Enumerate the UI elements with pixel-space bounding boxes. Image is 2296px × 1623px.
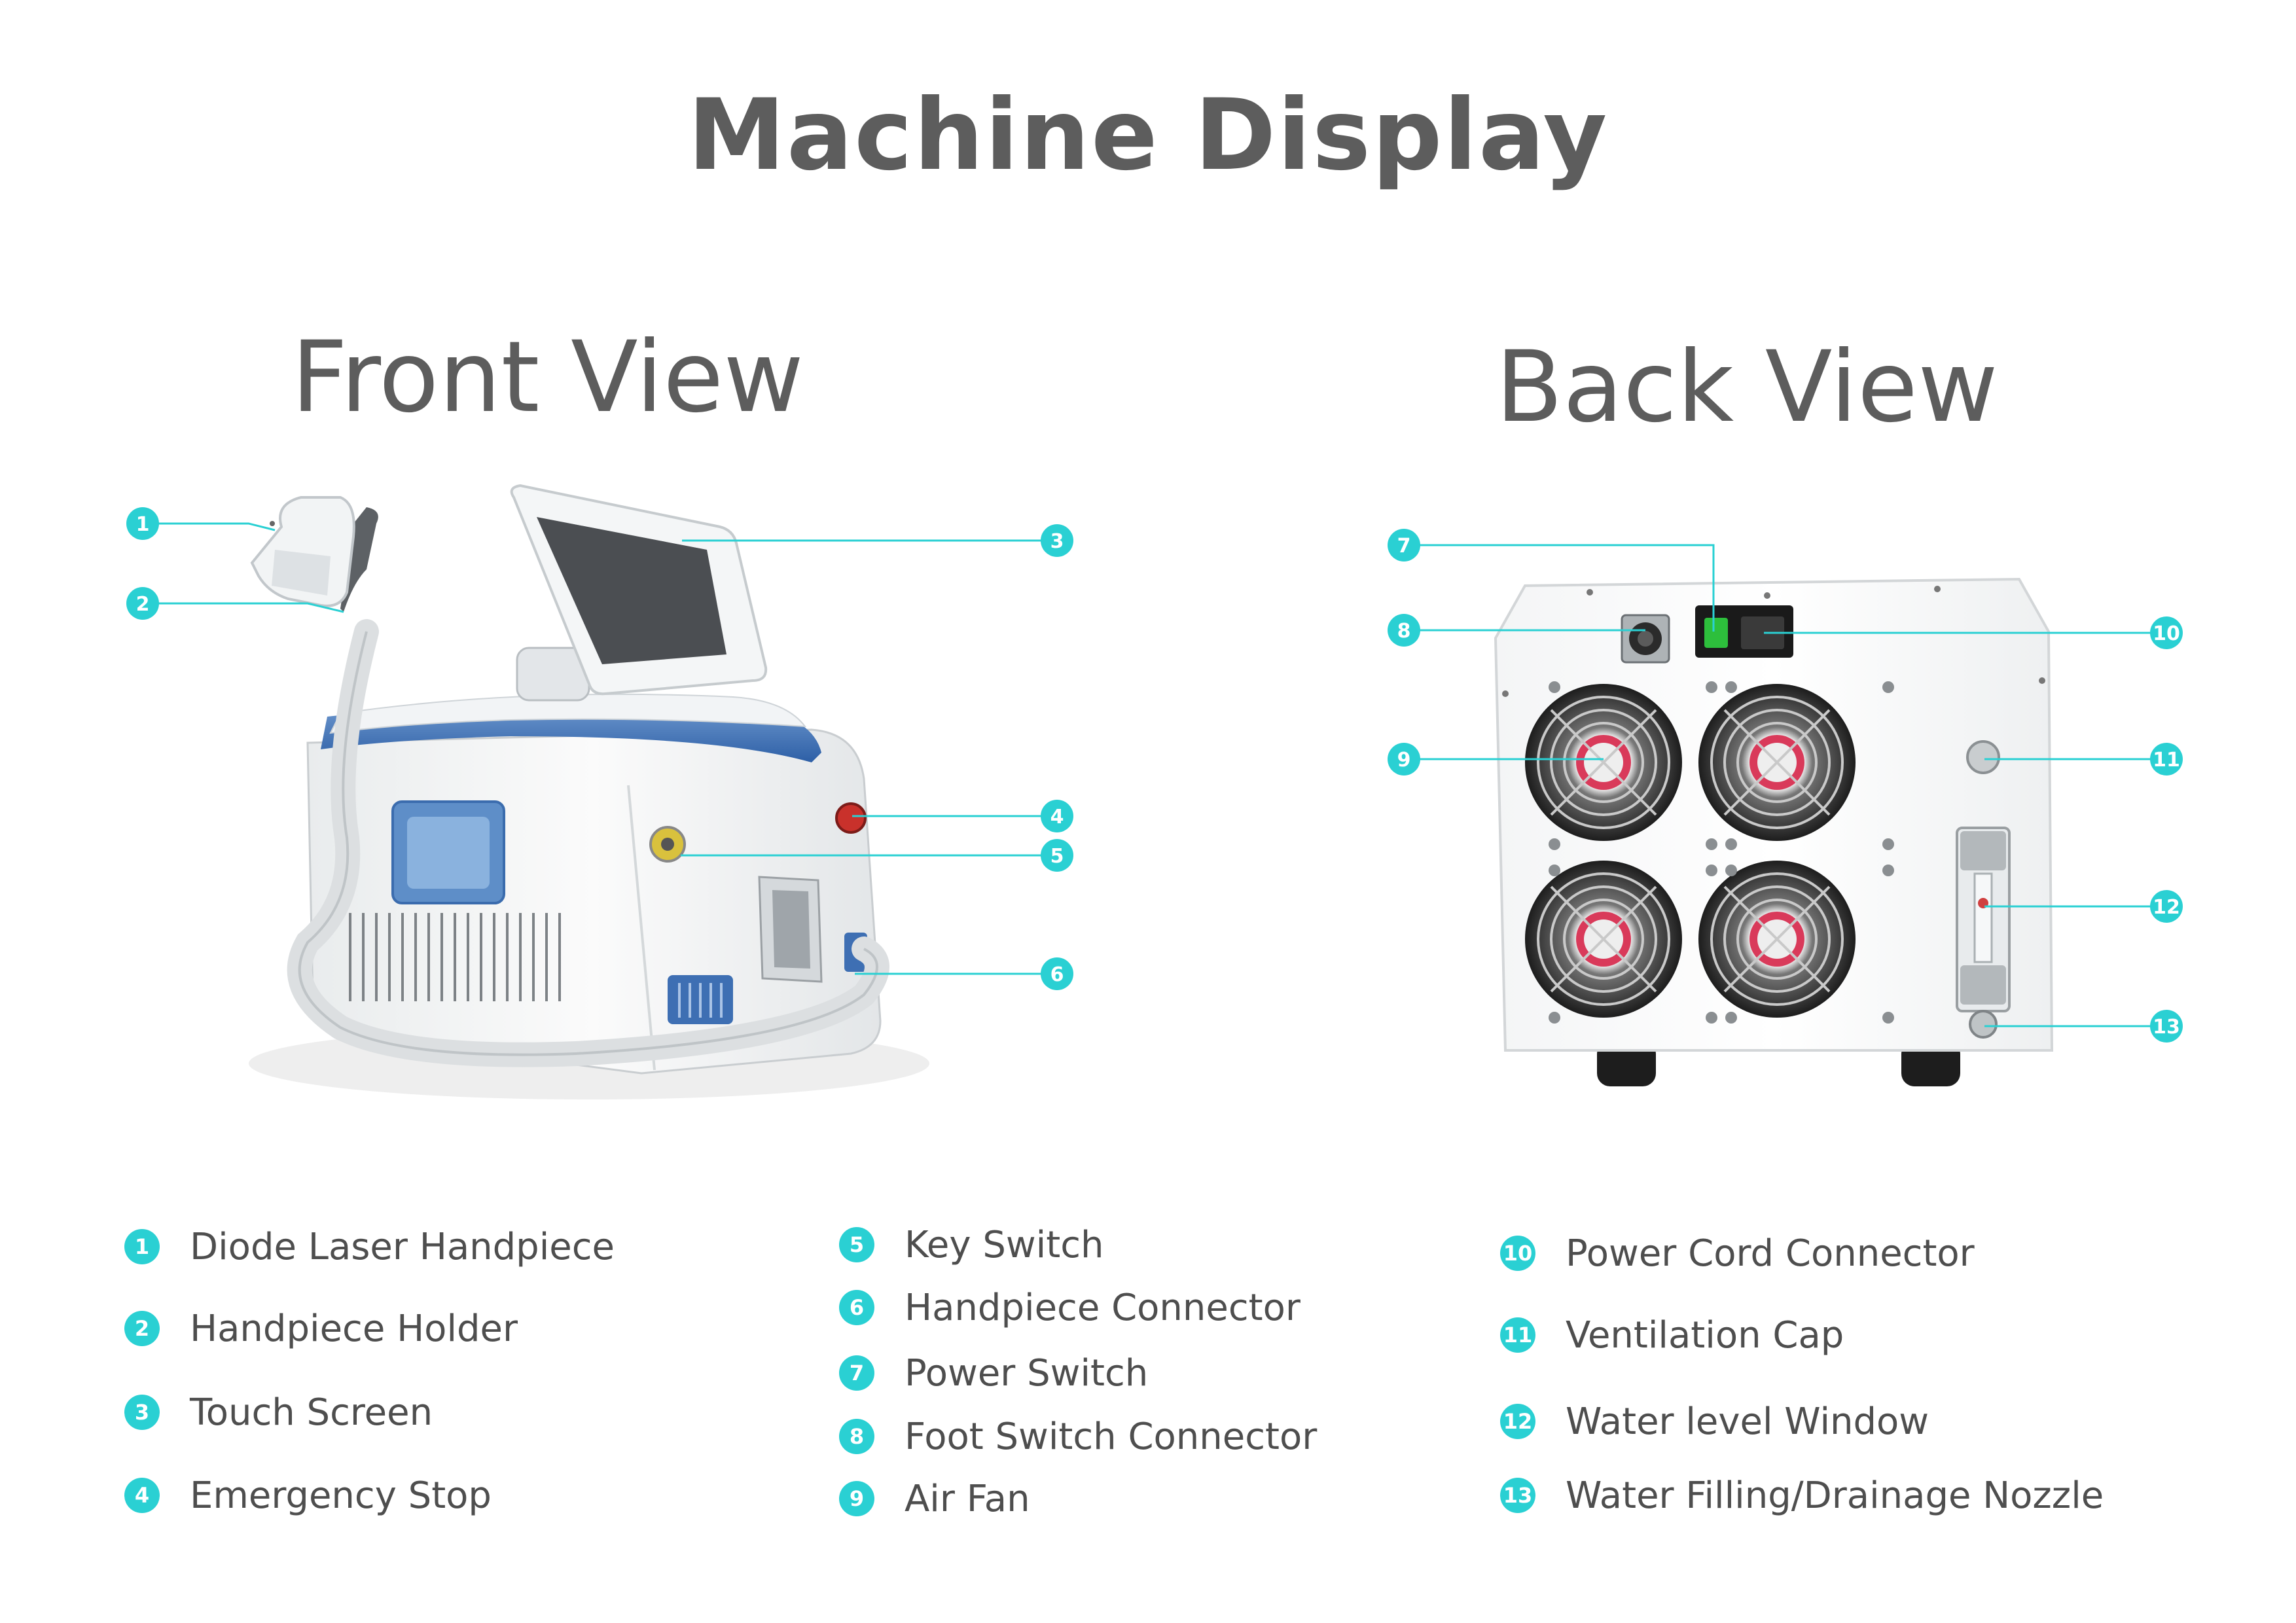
legend-label: Air Fan — [905, 1477, 1030, 1520]
legend-number: 7 — [839, 1355, 874, 1391]
callout-9: 9 — [1388, 743, 1420, 776]
legend-number: 6 — [839, 1290, 874, 1325]
callout-8-number: 8 — [1397, 620, 1411, 643]
air-fan-2 — [1698, 684, 1856, 841]
legend-number: 8 — [839, 1419, 874, 1454]
legend-label: Water level Window — [1566, 1400, 1929, 1443]
legend-label: Key Switch — [905, 1223, 1104, 1266]
side-vent-grille — [349, 913, 561, 1001]
callout-4-number: 4 — [1050, 806, 1064, 829]
air-fan-3 — [1525, 861, 1682, 1018]
back-machine — [1494, 577, 2054, 1086]
legend-number: 1 — [124, 1229, 160, 1264]
back-callout-lines — [1417, 544, 2153, 1027]
callout-7: 7 — [1388, 529, 1420, 562]
front-machine — [249, 484, 929, 1099]
legend-item-10: 10 Power Cord Connector — [1500, 1227, 1975, 1279]
legend-label: Handpiece Holder — [190, 1307, 518, 1350]
air-fan-1 — [1525, 684, 1682, 841]
front-view-title: Front View — [291, 321, 804, 435]
legend-item-6: 6 Handpiece Connector — [839, 1281, 1300, 1334]
legend-number: 5 — [839, 1227, 874, 1262]
legend-item-5: 5 Key Switch — [839, 1219, 1103, 1271]
callout-12-number: 12 — [2153, 896, 2180, 919]
legend-label: Diode Laser Handpiece — [190, 1225, 615, 1268]
callout-13-number: 13 — [2153, 1016, 2180, 1039]
front-callout-lines — [157, 522, 1044, 975]
legend-label: Emergency Stop — [190, 1474, 492, 1517]
legend-number: 11 — [1500, 1317, 1535, 1353]
callout-6-number: 6 — [1050, 963, 1064, 986]
callout-10-number: 10 — [2153, 622, 2180, 645]
legend-item-7: 7 Power Switch — [839, 1347, 1148, 1399]
legend-number: 13 — [1500, 1478, 1535, 1513]
legend-label: Foot Switch Connector — [905, 1415, 1318, 1458]
legend-item-3: 3 Touch Screen — [124, 1386, 433, 1438]
callout-2: 2 — [126, 587, 159, 620]
legend-number: 9 — [839, 1481, 874, 1516]
callout-3: 3 — [1041, 524, 1073, 557]
back-callout-markers: 7 8 9 10 11 12 13 — [1388, 529, 2183, 1043]
front-callout-markers: 1 2 3 4 5 6 — [126, 507, 1073, 990]
back-view-title: Back View — [1496, 330, 1998, 444]
legend-number: 4 — [124, 1478, 160, 1513]
legend-label: Touch Screen — [190, 1391, 433, 1434]
legend-item-4: 4 Emergency Stop — [124, 1469, 492, 1522]
callout-12: 12 — [2150, 890, 2183, 923]
callout-11-number: 11 — [2153, 749, 2180, 772]
legend-label: Power Cord Connector — [1566, 1232, 1975, 1275]
legend-number: 10 — [1500, 1236, 1535, 1271]
callout-4: 4 — [1041, 800, 1073, 832]
callout-5: 5 — [1041, 839, 1073, 872]
callout-10: 10 — [2150, 616, 2183, 649]
callout-9-number: 9 — [1397, 749, 1411, 772]
legend-number: 3 — [124, 1395, 160, 1430]
legend-item-9: 9 Air Fan — [839, 1472, 1030, 1525]
legend-item-8: 8 Foot Switch Connector — [839, 1410, 1317, 1463]
air-fan-4 — [1698, 861, 1856, 1018]
legend-label: Water Filling/Drainage Nozzle — [1566, 1474, 2104, 1517]
legend-item-12: 12 Water level Window — [1500, 1395, 1929, 1448]
legend-number: 12 — [1500, 1404, 1535, 1439]
legend-number: 2 — [124, 1311, 160, 1346]
legend-item-2: 2 Handpiece Holder — [124, 1302, 518, 1355]
page-title: Machine Display — [687, 79, 1609, 192]
legend-label: Handpiece Connector — [905, 1286, 1300, 1329]
callout-1: 1 — [126, 507, 159, 540]
legend-item-1: 1 Diode Laser Handpiece — [124, 1221, 615, 1273]
callout-11: 11 — [2150, 743, 2183, 776]
legend-label: Power Switch — [905, 1351, 1149, 1395]
callout-13: 13 — [2150, 1010, 2183, 1043]
callout-7-number: 7 — [1397, 535, 1411, 558]
legend-label: Ventilation Cap — [1566, 1313, 1844, 1357]
legend-item-13: 13 Water Filling/Drainage Nozzle — [1500, 1469, 2104, 1522]
callout-3-number: 3 — [1050, 530, 1064, 553]
legend-item-11: 11 Ventilation Cap — [1500, 1309, 1844, 1361]
callout-6: 6 — [1041, 957, 1073, 990]
callout-8: 8 — [1388, 614, 1420, 647]
callout-1-number: 1 — [136, 513, 150, 536]
callout-5-number: 5 — [1050, 845, 1064, 868]
callout-2-number: 2 — [136, 593, 150, 616]
